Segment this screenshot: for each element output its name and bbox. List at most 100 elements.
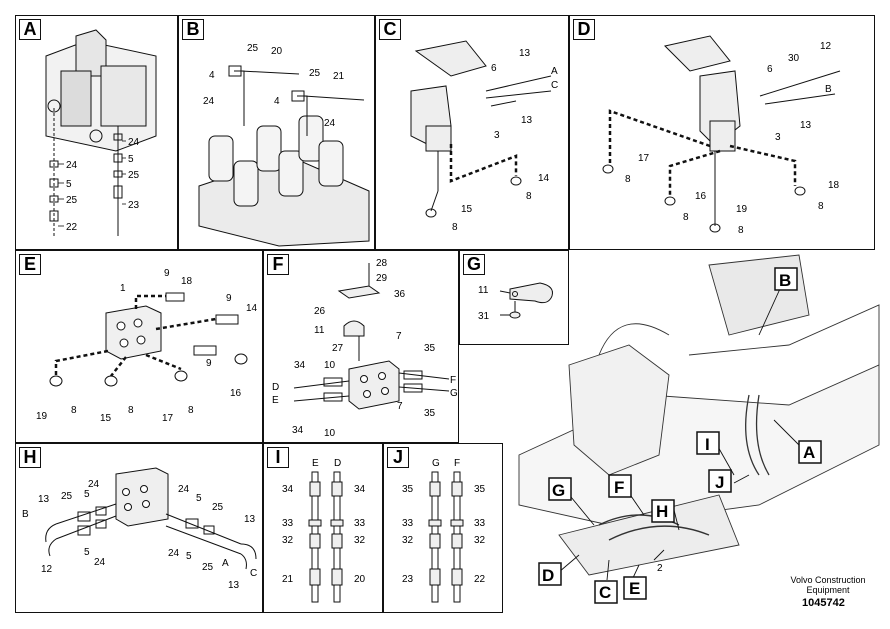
panel-i: I E D 34 34 33 33 32 32 21 20 (263, 443, 383, 613)
label-h-24-fourth: 24 (168, 548, 180, 559)
label-e-8-second: 8 (128, 405, 134, 416)
label-f-28: 28 (376, 258, 388, 269)
label-d-8-fourth: 8 (818, 201, 824, 212)
label-j-22: 22 (474, 574, 486, 585)
label-f-7-second: 7 (397, 401, 403, 412)
label-e-1: 1 (120, 283, 126, 294)
panel-j-tag: J (387, 447, 409, 468)
label-f-10-second: 10 (324, 428, 336, 439)
label-d-16: 16 (695, 191, 707, 202)
label-i-32-left: 32 (282, 535, 294, 546)
label-f-11: 11 (314, 325, 325, 336)
publisher-line-2: Equipment (806, 585, 850, 595)
label-a-23: 23 (128, 200, 140, 211)
label-f-34-second: 34 (292, 425, 304, 436)
label-j-f: F (454, 458, 460, 469)
overview-drawing: B A I J H G F D C E 2 (518, 254, 880, 604)
label-i-34-right: 34 (354, 484, 366, 495)
label-h-5: 5 (84, 489, 90, 500)
label-i-32-right: 32 (354, 535, 366, 546)
label-d-8-second: 8 (683, 212, 689, 223)
label-b-21: 21 (333, 71, 345, 82)
label-h-5-fourth: 5 (186, 551, 192, 562)
callout-d: D (542, 566, 554, 585)
label-i-21: 21 (282, 574, 294, 585)
label-h-5-second: 5 (84, 547, 90, 558)
panel-c: C 6 13 A C 3 13 14 8 15 8 (375, 15, 569, 250)
label-c-15: 15 (461, 204, 473, 215)
label-e-9: 9 (164, 268, 170, 279)
label-d-b: B (825, 84, 832, 95)
panel-b: B 25 20 4 24 25 21 4 24 (178, 15, 375, 250)
label-h-13-second: 13 (244, 514, 256, 525)
label-d-30: 30 (788, 53, 800, 64)
label-h-24-second: 24 (94, 557, 106, 568)
callout-c: C (599, 583, 611, 602)
panel-e: E 1 9 18 9 14 9 19 8 15 8 17 8 (15, 250, 263, 443)
panel-f: F 28 29 36 26 11 27 7 35 34 10 D E F G 7 (263, 250, 459, 443)
panel-c-drawing: 6 13 A C 3 13 14 8 15 8 (410, 40, 558, 233)
callout-h: H (656, 502, 668, 521)
label-h-12: 12 (41, 564, 53, 575)
label-c-8-second: 8 (452, 222, 458, 233)
label-e-19: 19 (36, 411, 48, 422)
label-d-6: 6 (767, 64, 773, 75)
panel-g-drawing: 11 31 (478, 282, 553, 322)
label-c-14: 14 (538, 173, 550, 184)
panel-j: J G F 35 35 33 33 32 32 23 22 (383, 443, 503, 613)
label-e-14: 14 (246, 303, 258, 314)
label-j-33-right: 33 (474, 518, 486, 529)
label-d-17: 17 (638, 153, 650, 164)
label-e-17: 17 (162, 413, 174, 424)
label-j-g: G (432, 458, 440, 469)
callout-b: B (779, 271, 791, 290)
callout-i: I (705, 435, 710, 454)
label-f-35: 35 (424, 343, 436, 354)
label-h-25-third: 25 (202, 562, 214, 573)
label-h-24-third: 24 (178, 484, 190, 495)
label-d-13: 13 (800, 120, 812, 131)
label-h-b: B (22, 509, 29, 520)
label-d-3: 3 (775, 132, 781, 143)
overview-label-2: 2 (657, 563, 663, 574)
panel-i-tag: I (267, 447, 289, 468)
label-f-10: 10 (324, 360, 336, 371)
label-i-e: E (312, 458, 319, 469)
label-c-13-second: 13 (521, 115, 533, 126)
label-f-35-second: 35 (424, 408, 436, 419)
label-j-32-left: 32 (402, 535, 414, 546)
label-d-19: 19 (736, 204, 748, 215)
label-h-25-second: 25 (212, 502, 224, 513)
label-b-25-second: 25 (309, 68, 321, 79)
label-c-6: 6 (491, 63, 497, 74)
overview-area: B A I J H G F D C E 2 (459, 254, 890, 629)
callout-j: J (715, 473, 724, 492)
label-d-8: 8 (625, 174, 631, 185)
label-c-a: A (551, 66, 558, 77)
label-e-9-third: 9 (206, 358, 212, 369)
panel-f-tag: F (267, 254, 289, 275)
label-h-a: A (222, 558, 229, 569)
label-g-31: 31 (478, 311, 490, 322)
label-f-d: D (272, 382, 279, 393)
callout-a: A (803, 443, 815, 462)
panel-b-drawing: 25 20 4 24 25 21 4 24 (198, 43, 370, 247)
label-h-13-third: 13 (228, 580, 240, 591)
label-b-4: 4 (209, 70, 215, 81)
label-i-33-right: 33 (354, 518, 366, 529)
label-j-35-right: 35 (474, 484, 486, 495)
label-i-d: D (334, 458, 341, 469)
label-f-e: E (272, 395, 279, 406)
label-i-33-left: 33 (282, 518, 294, 529)
label-b-20: 20 (271, 46, 283, 57)
label-d-12: 12 (820, 41, 832, 52)
label-e-8-third: 8 (188, 405, 194, 416)
panel-i-drawing: E D 34 34 33 33 32 32 21 20 (282, 458, 366, 603)
label-f-29: 29 (376, 273, 388, 284)
label-a-5: 5 (66, 179, 72, 190)
label-e-16: 16 (230, 388, 242, 399)
panel-a: A 24 5 25 24 5 25 23 22 (15, 15, 178, 250)
label-a-24: 24 (66, 160, 78, 171)
callout-f: F (614, 478, 624, 497)
